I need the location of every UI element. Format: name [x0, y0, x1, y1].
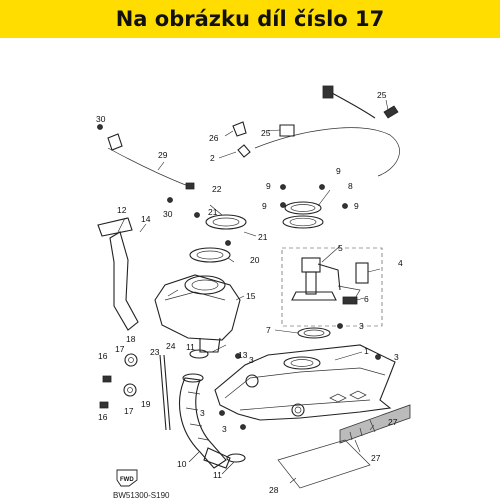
callout-8: 8: [348, 181, 353, 191]
callout-28: 28: [269, 485, 279, 495]
base-panel: [277, 439, 371, 489]
callout-3: 3: [200, 408, 205, 418]
bolts: [97, 124, 381, 430]
banner-title: Na obrázku díl číslo 17: [115, 7, 385, 31]
fwd-label: FWD: [120, 477, 134, 483]
callout-25: 25: [377, 90, 387, 100]
callout-3: 3: [222, 424, 227, 434]
callout-10: 10: [177, 459, 187, 469]
callout-26: 26: [209, 133, 219, 143]
callout-25: 25: [261, 128, 271, 138]
callout-27: 27: [371, 453, 381, 463]
callout-3: 3: [249, 355, 254, 365]
fwd-direction-badge: FWD: [116, 469, 138, 487]
callout-20: 20: [250, 255, 260, 265]
fuel-hoses: [107, 85, 400, 190]
callout-9: 9: [354, 201, 359, 211]
callout-11: 11: [213, 470, 222, 480]
callout-13: 13: [238, 350, 248, 360]
callout-30: 30: [96, 114, 106, 124]
side-panel: [339, 404, 411, 444]
callout-21: 21: [208, 207, 218, 217]
callout-22: 22: [212, 184, 222, 194]
callout-4: 4: [398, 258, 403, 268]
callout-9: 9: [262, 201, 267, 211]
callout-9: 9: [266, 181, 271, 191]
callout-2: 2: [210, 153, 215, 163]
callout-15: 15: [246, 291, 256, 301]
callout-14: 14: [141, 214, 151, 224]
title-banner: Na obrázku díl číslo 17: [0, 0, 500, 38]
fuel-tank: [214, 344, 396, 421]
parts-diagram: 1 2 3 3 3 3 3 4 5 6 7 8 9 9 9 9 10 11 11…: [96, 85, 411, 500]
callout-27: 27: [388, 417, 398, 427]
callout-30: 30: [163, 209, 173, 219]
mounting-dampers: [99, 353, 171, 431]
callout-21: 21: [258, 232, 268, 242]
callout-11: 11: [186, 342, 195, 352]
callout-29: 29: [158, 150, 168, 160]
breather-tube: [97, 217, 139, 331]
filler-hose: [179, 349, 246, 469]
fuel-pump-assembly: [281, 247, 383, 327]
callout-1: 1: [364, 346, 369, 356]
callout-3: 3: [394, 352, 399, 362]
callout-19: 19: [141, 399, 151, 409]
callout-17: 17: [115, 344, 125, 354]
filler-assembly: [154, 214, 247, 353]
callout-5: 5: [338, 243, 343, 253]
diagram-code: BW51300-S190: [113, 491, 170, 500]
callout-7: 7: [266, 325, 271, 335]
callout-16: 16: [98, 351, 108, 361]
callout-24: 24: [166, 341, 176, 351]
callout-9: 9: [336, 166, 341, 176]
pump-gaskets: [282, 201, 331, 339]
callout-16: 16: [98, 412, 108, 422]
callout-6: 6: [364, 294, 369, 304]
callout-23: 23: [150, 347, 160, 357]
leader-lines: [117, 99, 389, 484]
callout-18: 18: [126, 334, 136, 344]
callout-3: 3: [359, 321, 364, 331]
callout-17: 17: [124, 406, 134, 416]
callout-12: 12: [117, 205, 127, 215]
